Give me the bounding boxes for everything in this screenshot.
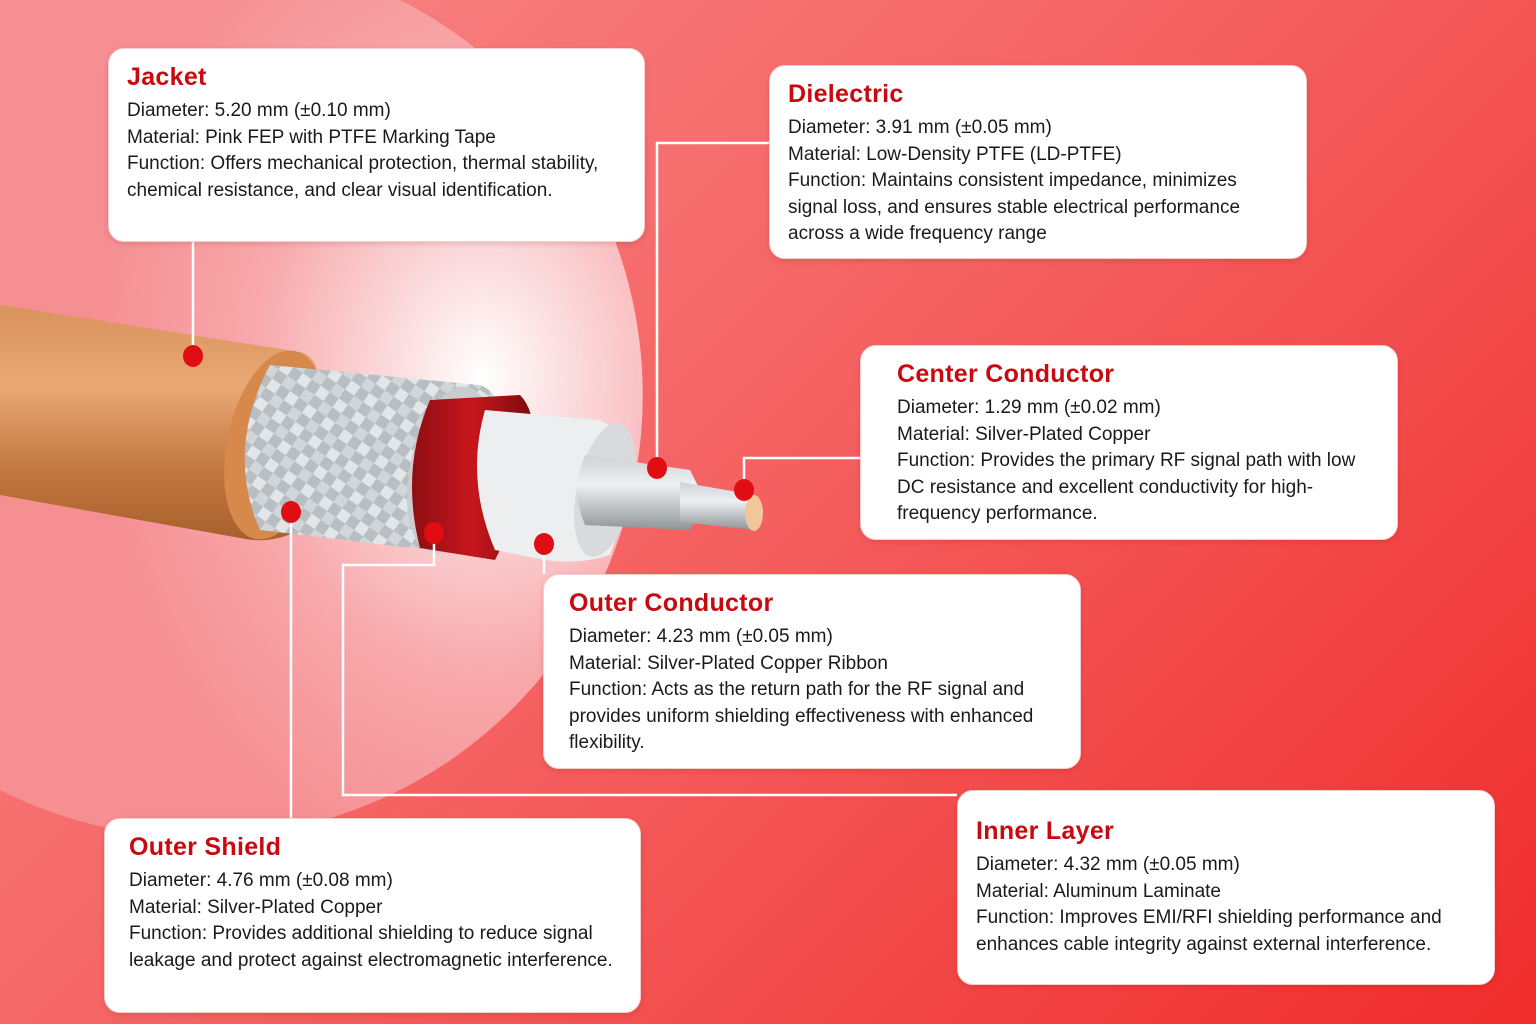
card-title: Outer Conductor xyxy=(569,589,774,617)
inner-layer-card: Inner Layer Diameter: 4.32 mm (±0.05 mm)… xyxy=(957,790,1495,985)
center-conductor-card: Center Conductor Diameter: 1.29 mm (±0.0… xyxy=(860,345,1398,540)
diameter-text: Diameter: 3.91 mm (±0.05 mm) xyxy=(788,117,1052,138)
material-text: Material: Silver-Plated Copper xyxy=(129,896,383,918)
outer-shield-dot xyxy=(281,501,301,523)
inner-layer-leader xyxy=(341,533,957,797)
center-conductor-leader xyxy=(742,456,860,490)
function-text: Function: Provides the primary RF signal… xyxy=(897,450,1356,524)
card-title: Dielectric xyxy=(788,80,904,108)
material-text: Material: Silver-Plated Copper Ribbon xyxy=(569,652,888,674)
function-text: Function: Provides additional shielding … xyxy=(129,923,613,971)
dielectric-leader xyxy=(655,141,769,468)
material-text: Material: Low-Density PTFE (LD-PTFE) xyxy=(788,143,1122,165)
center-conductor-dot xyxy=(734,479,754,501)
jacket-dot xyxy=(183,345,203,367)
function-text: Function: Offers mechanical protection, … xyxy=(127,153,599,201)
card-title: Inner Layer xyxy=(976,817,1115,845)
diameter-text: Diameter: 4.76 mm (±0.08 mm) xyxy=(129,870,393,891)
outer-conductor-dot xyxy=(534,533,554,555)
diameter-text: Diameter: 4.23 mm (±0.05 mm) xyxy=(569,626,833,647)
material-text: Material: Pink FEP with PTFE Marking Tap… xyxy=(127,126,496,148)
center-conductor-shape xyxy=(577,455,705,530)
inner-layer-dot xyxy=(424,522,444,544)
function-text: Function: Maintains consistent impedance… xyxy=(788,170,1241,244)
function-text: Function: Acts as the return path for th… xyxy=(569,679,1034,753)
material-text: Material: Silver-Plated Copper xyxy=(897,423,1151,445)
jacket-card: Jacket Diameter: 5.20 mm (±0.10 mm) Mate… xyxy=(108,48,645,242)
card-title: Jacket xyxy=(127,63,207,91)
diameter-text: Diameter: 5.20 mm (±0.10 mm) xyxy=(127,100,391,121)
outer-shield-card: Outer Shield Diameter: 4.76 mm (±0.08 mm… xyxy=(104,818,641,1013)
dielectric-dot xyxy=(647,457,667,479)
material-text: Material: Aluminum Laminate xyxy=(976,880,1221,902)
outer-conductor-card: Outer Conductor Diameter: 4.23 mm (±0.05… xyxy=(543,574,1081,769)
function-text: Function: Improves EMI/RFI shielding per… xyxy=(976,907,1442,955)
card-title: Center Conductor xyxy=(897,360,1115,388)
dielectric-card: Dielectric Diameter: 3.91 mm (±0.05 mm) … xyxy=(769,65,1307,259)
card-title: Outer Shield xyxy=(129,833,282,861)
diameter-text: Diameter: 4.32 mm (±0.05 mm) xyxy=(976,854,1240,875)
diameter-text: Diameter: 1.29 mm (±0.02 mm) xyxy=(897,397,1161,418)
